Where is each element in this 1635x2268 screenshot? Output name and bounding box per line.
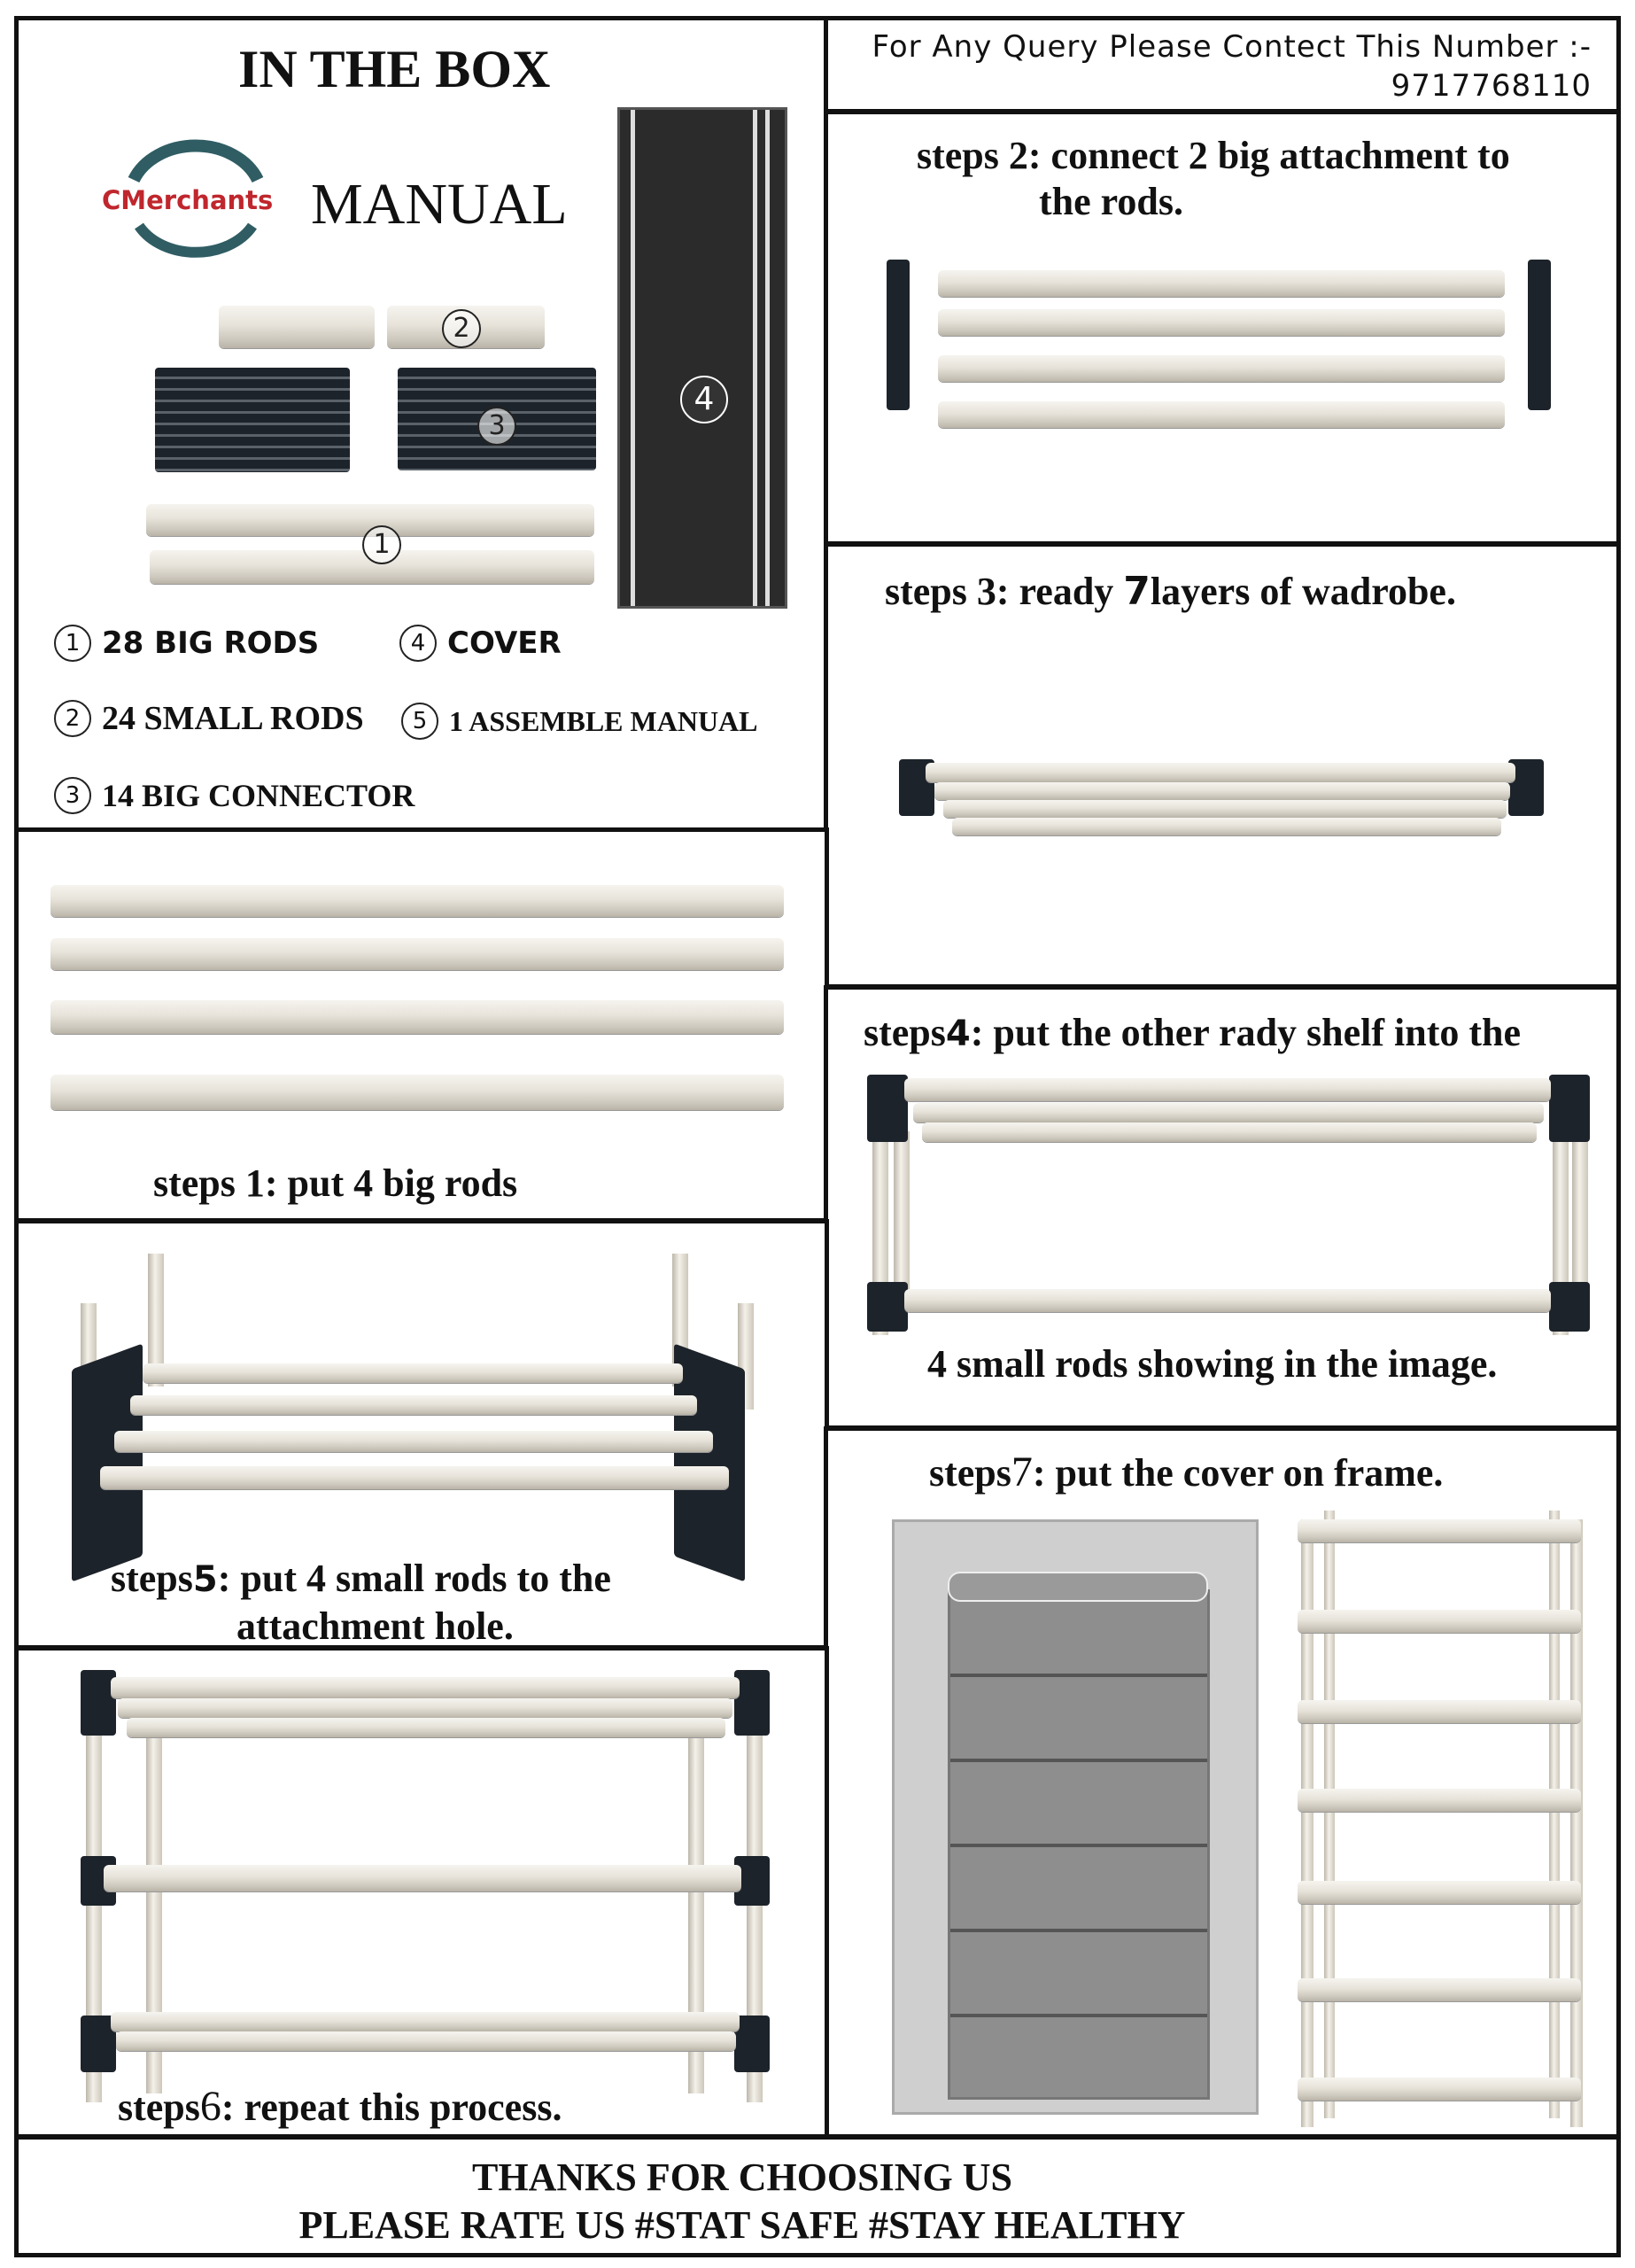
- big-rod: [50, 1075, 784, 1110]
- cover-rollup: [948, 1572, 1208, 1602]
- legend-item-5: 5 1 ASSEMBLE MANUAL: [401, 703, 758, 740]
- connector: [81, 1670, 116, 1736]
- step-6-panel: steps6: repeat this process.: [14, 1646, 829, 2139]
- rod: [904, 1289, 1551, 1312]
- rod: [943, 800, 1507, 818]
- rod: [111, 1677, 740, 1698]
- legend-text: COVER: [447, 625, 562, 661]
- manual-label: MANUAL: [311, 172, 568, 237]
- connector: [734, 2016, 770, 2072]
- open-frame: [1289, 1511, 1590, 2127]
- legend-text: 28 BIG RODS: [102, 625, 320, 661]
- rod: [104, 1865, 741, 1891]
- step-3-caption: steps 3: ready 7layers of wadrobe.: [885, 569, 1456, 614]
- cmerchants-logo: CMerchants: [89, 137, 302, 270]
- marker-2: 2: [442, 309, 481, 348]
- post: [146, 1704, 162, 2093]
- legend-num: 4: [399, 625, 437, 662]
- rod: [938, 270, 1505, 297]
- post: [894, 1131, 910, 1309]
- legend-text: 1 ASSEMBLE MANUAL: [449, 704, 758, 737]
- legend-num: 2: [54, 700, 91, 737]
- step-7-caption: steps7: put the cover on frame.: [929, 1449, 1444, 1495]
- contact-label: For Any Query Please Contect This Number…: [872, 29, 1592, 65]
- step-5-caption-line2: attachment hole.: [236, 1604, 514, 1648]
- rod: [116, 2031, 736, 2051]
- big-rod: [50, 885, 784, 917]
- connector: [867, 1282, 908, 1332]
- connector: [734, 1670, 770, 1736]
- rod: [904, 1078, 1551, 1101]
- step-5-panel: steps5: put 4 small rods to the attachme…: [14, 1219, 829, 1650]
- cover-image: 4: [617, 107, 787, 609]
- step-6-caption: steps6: repeat this process.: [118, 2083, 562, 2130]
- step-2-caption: steps 2: connect 2 big attachment to: [917, 134, 1510, 177]
- step-7-panel: steps7: put the cover on frame.: [824, 1426, 1621, 2139]
- legend-num: 1: [54, 625, 91, 662]
- legend-num: 5: [401, 703, 438, 740]
- attachment-right: [674, 1343, 745, 1582]
- step-4-caption: steps4: put the other rady shelf into th…: [864, 1011, 1522, 1054]
- rod: [913, 1103, 1544, 1122]
- contact-number: 9717768110: [1391, 68, 1592, 104]
- box-title: IN THE BOX: [238, 40, 551, 98]
- connector: [1549, 1075, 1590, 1142]
- rod: [127, 1718, 725, 1737]
- connector-stack: [155, 368, 350, 472]
- legend-item-3: 3 14 BIG CONNECTOR: [54, 777, 415, 814]
- marker-1: 1: [362, 525, 401, 564]
- rod: [938, 401, 1505, 428]
- step-2-caption-line2: the rods.: [1039, 180, 1183, 223]
- step-4-caption-line2: 4 small rods showing in the image.: [927, 1342, 1498, 1386]
- connector: [81, 2016, 116, 2072]
- legend-item-2: 2 24 SMALL RODS: [54, 699, 364, 738]
- legend-text: 24 SMALL RODS: [102, 700, 364, 737]
- rod: [926, 763, 1515, 782]
- rod: [922, 1122, 1537, 1142]
- step-1-caption: steps 1: put 4 big rods: [153, 1161, 518, 1205]
- rod: [952, 818, 1501, 835]
- frame-shelves: [1289, 1511, 1590, 2131]
- attachment-left: [887, 260, 910, 410]
- rod: [130, 1395, 697, 1415]
- covered-wardrobe: [892, 1519, 1259, 2115]
- rod: [118, 1698, 732, 1718]
- logo-text: CMerchants: [102, 185, 274, 215]
- big-rod: [50, 1000, 784, 1034]
- step-1-panel: steps 1: put 4 big rods: [14, 827, 829, 1223]
- step-4-panel: steps4: put the other rady shelf into th…: [824, 985, 1621, 1430]
- rod: [938, 309, 1505, 336]
- rod: [143, 1363, 683, 1383]
- step-3-panel: steps 3: ready 7layers of wadrobe.: [824, 542, 1621, 989]
- attachment-left: [72, 1343, 143, 1582]
- in-the-box-panel: IN THE BOX CMerchants MANUAL 4 2 3 1: [14, 16, 829, 833]
- legend-text: 14 BIG CONNECTOR: [102, 778, 415, 813]
- legend-item-4: 4 COVER: [399, 625, 562, 662]
- rod: [114, 1431, 713, 1452]
- footer-panel: THANKS FOR CHOOSING US PLEASE RATE US #S…: [14, 2135, 1621, 2257]
- rod: [934, 782, 1510, 800]
- legend-num: 3: [54, 777, 91, 814]
- connector: [867, 1075, 908, 1142]
- post: [688, 1704, 704, 2093]
- footer-line-1: THANKS FOR CHOOSING US: [472, 2155, 1012, 2199]
- post: [1572, 1131, 1588, 1309]
- rod: [100, 1466, 729, 1489]
- footer-line-2: PLEASE RATE US #STAT SAFE #STAY HEALTHY: [298, 2203, 1186, 2247]
- marker-4: 4: [680, 376, 728, 423]
- attachment-right: [1528, 260, 1551, 410]
- step-5-caption: steps5: put 4 small rods to the: [111, 1557, 611, 1600]
- step-2-panel: steps 2: connect 2 big attachment to the…: [824, 110, 1621, 546]
- legend-item-1: 1 28 BIG RODS: [54, 625, 319, 662]
- cover-window: [948, 1589, 1210, 2100]
- marker-3: 3: [477, 407, 516, 446]
- small-rod: [219, 306, 375, 348]
- post: [148, 1254, 164, 1386]
- rod: [938, 355, 1505, 382]
- contact-panel: For Any Query Please Contect This Number…: [824, 16, 1621, 113]
- rod: [111, 2012, 740, 2031]
- connector: [1549, 1282, 1590, 1332]
- big-rod: [50, 938, 784, 970]
